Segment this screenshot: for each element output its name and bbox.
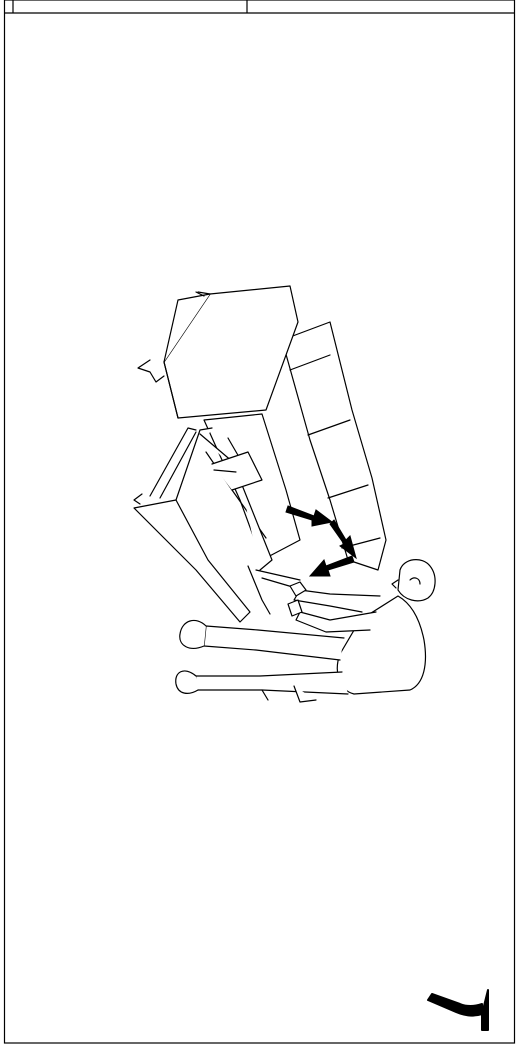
step-number-7 xyxy=(428,990,488,1030)
arrow-3 xyxy=(310,556,354,576)
sofa-seat xyxy=(204,414,300,560)
bed-frame xyxy=(134,500,250,622)
sofa-bed-illustration xyxy=(134,286,386,622)
person-torso xyxy=(337,596,425,694)
person-arm xyxy=(294,590,380,612)
